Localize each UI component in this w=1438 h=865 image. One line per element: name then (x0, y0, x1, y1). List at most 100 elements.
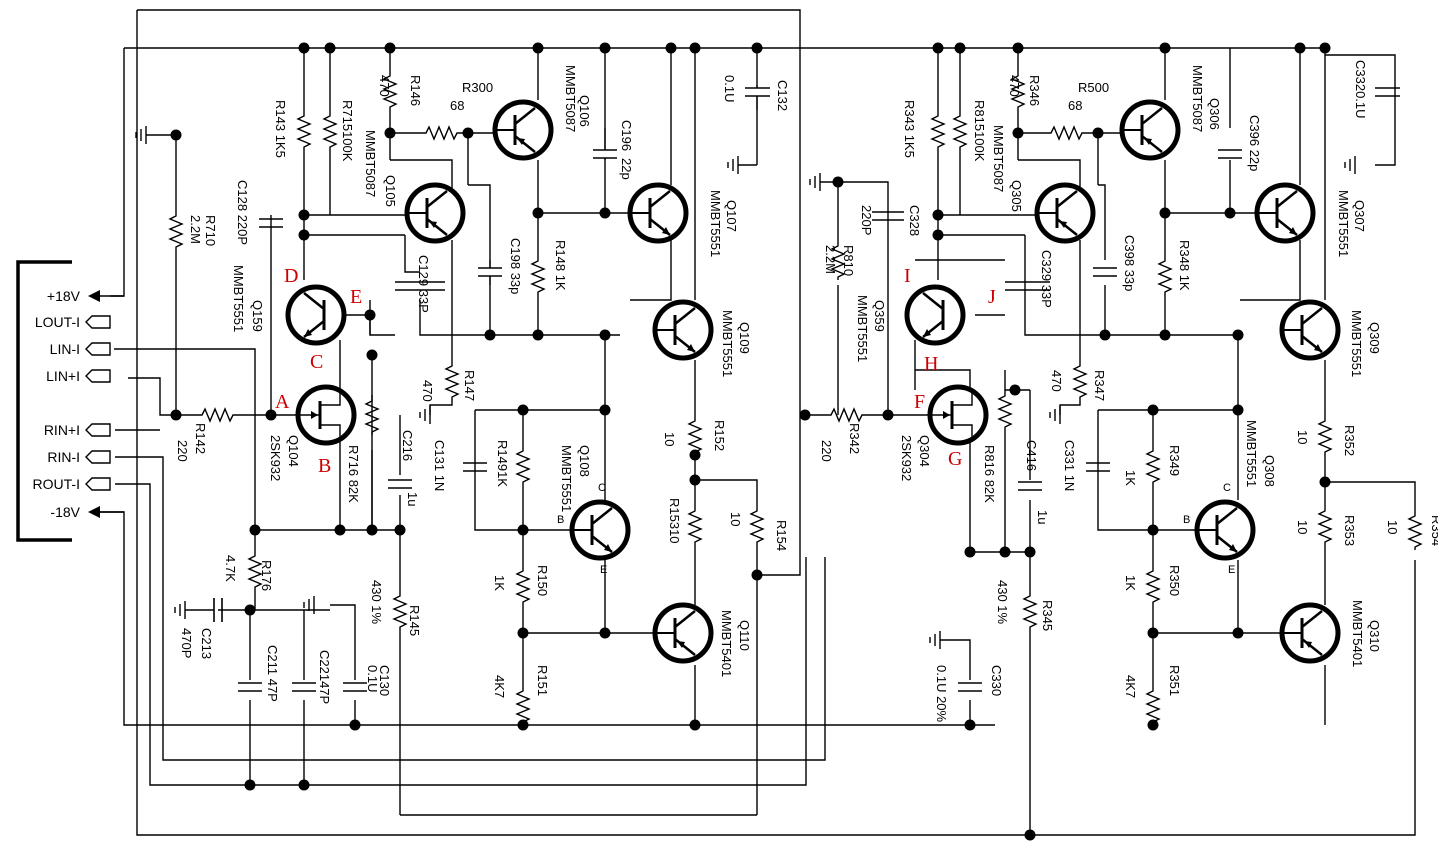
junction-dot (517, 524, 529, 536)
r347-resistor (1073, 359, 1087, 401)
q110-transistor (652, 602, 714, 664)
q159-transistor (285, 284, 347, 346)
r343-resistor (931, 109, 945, 151)
capacitors (185, 85, 1400, 692)
port-label-rinP: RIN+I (44, 422, 80, 438)
c213-capacitor (185, 598, 223, 622)
q108-label: Q108 (577, 445, 592, 477)
junction-dot (599, 329, 611, 341)
q309-transistor (1279, 299, 1341, 361)
r716-label: R716 82K (346, 445, 361, 503)
r150-value: 1K (492, 575, 507, 591)
junction-dot (249, 524, 261, 536)
q307-label: Q307 (1352, 200, 1367, 232)
junction-dot (1159, 42, 1171, 54)
q308-label: Q308 (1262, 455, 1277, 487)
q304-label: Q304 (917, 435, 932, 467)
r348-resistor (1158, 254, 1172, 296)
junction-dot (665, 42, 677, 54)
port-rinP: RIN+I (44, 422, 111, 438)
q110-label: Q110 (737, 620, 752, 651)
q108-pin-b: B (557, 514, 564, 526)
junction-dot (1099, 329, 1111, 341)
junction-dot (599, 207, 611, 219)
junction-dot (1009, 384, 1021, 396)
q106-transistor (492, 99, 554, 161)
r300-value: 68 (450, 98, 464, 113)
r810-label: R810 (841, 245, 856, 276)
r343-label: R343 1K5 (902, 100, 917, 158)
r150-label: R150 (535, 565, 550, 596)
q308-pin-c: C (1223, 482, 1231, 494)
junction-dots (170, 42, 1331, 841)
q108-pin-c: C (598, 482, 606, 494)
r347-label: R347 (1092, 370, 1107, 401)
r153-label: R15310 (667, 498, 682, 544)
junction-dot (384, 127, 396, 139)
q104-part: 2SK932 (268, 435, 283, 481)
q307-part: MMBT5551 (1336, 190, 1351, 257)
junction-dot (384, 42, 396, 54)
c396-label: C396 22p (1247, 115, 1262, 171)
q306-transistor (1119, 99, 1181, 161)
c216-capacitor (388, 479, 412, 489)
c198-label: C198 33p (508, 238, 523, 294)
c221-capacitor (292, 682, 316, 692)
c416-value: 1u (1035, 510, 1050, 524)
q105-part: MMBT5087 (363, 130, 378, 197)
c330-value: 0.1U 20% (934, 665, 949, 723)
c398-capacitor (1093, 267, 1117, 277)
junction-dot (1294, 42, 1306, 54)
connector-bracket (16, 260, 72, 542)
c216-label: C216 (400, 430, 415, 461)
r810-value: 2.2M (823, 245, 838, 274)
junction-dot (832, 176, 844, 188)
r350-label: R350 (1167, 565, 1182, 596)
marker-b: B (318, 455, 331, 477)
r346-label: R346 (1027, 75, 1042, 106)
transistors (285, 99, 1341, 664)
r342-value: 220 (819, 440, 834, 462)
r154-resistor (750, 504, 764, 546)
r715-label: R715100K (340, 100, 355, 162)
r145-value: 430 1% (369, 580, 384, 625)
port-loutI: LOUT-I (35, 314, 111, 330)
c132-value: 0.1U (722, 75, 737, 102)
r142-label: R142 (193, 423, 208, 454)
r815-label: R815100K (972, 100, 987, 162)
r148-resistor (531, 254, 545, 296)
marker-c: C (310, 351, 323, 373)
marker-f: F (914, 391, 925, 413)
junction-dot (1024, 829, 1036, 841)
q105-label: Q105 (383, 175, 398, 207)
junction-dot (689, 42, 701, 54)
junction-dot (964, 546, 976, 558)
r151-label: R151 (535, 665, 550, 696)
marker-d: D (284, 265, 298, 287)
c211-label: C211 47P (265, 645, 280, 702)
r147-resistor (445, 359, 459, 401)
port-label-linP: LIN+I (46, 368, 80, 384)
q306-part: MMBT5087 (1190, 65, 1205, 132)
junction-dot (999, 546, 1011, 558)
junction-dot (1012, 127, 1024, 139)
r352-label: R352 (1342, 425, 1357, 456)
junction-dot (170, 129, 182, 141)
r300-label: R300 (462, 80, 493, 95)
r143-label: R143 1K5 (273, 100, 288, 158)
r353-value: 10 (1295, 520, 1310, 534)
c328-capacitor (872, 211, 904, 221)
port-rinI: RIN-I (47, 449, 111, 465)
marker-e: E (350, 286, 362, 308)
junction-dot (244, 779, 256, 791)
marker-a: A (275, 391, 290, 413)
c330-capacitor (958, 682, 982, 692)
q309-part: MMBT5551 (1349, 310, 1364, 377)
junction-dot (1147, 404, 1159, 416)
q310-label: Q310 (1367, 620, 1382, 652)
c130-value: 0.1U (365, 665, 380, 692)
junction-dot (932, 209, 944, 221)
c131-label: C131 1N (432, 440, 447, 491)
junction-dot (334, 524, 346, 536)
junction-dot (324, 42, 336, 54)
